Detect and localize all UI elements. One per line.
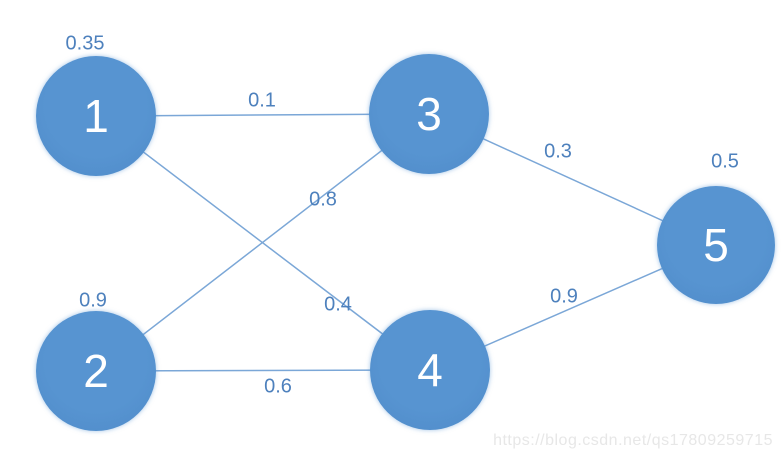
node-number-1: 1 [83,90,109,142]
node-1: 1 [36,56,156,176]
edge-weight-label-2-4: 0.6 [264,375,292,398]
node-number-3: 3 [416,88,442,140]
node-value-label-1: 0.35 [65,32,105,55]
edge-weight-label-1-4: 0.4 [324,293,352,316]
node-number-2: 2 [83,345,109,397]
node-number-4: 4 [417,344,443,396]
edge-weight-label-4-5: 0.9 [550,285,578,308]
edge-1-4 [95,115,431,371]
node-value-label-5: 0.5 [711,150,739,173]
watermark-url: https://blog.csdn.net/qs17809259715 [493,432,773,449]
node-number-5: 5 [703,219,729,271]
node-5: 5 [657,186,775,304]
edge-weight-label-2-3: 0.8 [309,188,337,211]
edge-weight-label-1-3: 0.1 [248,89,276,112]
node-4: 4 [370,310,490,430]
node-2: 2 [36,311,156,431]
node-3: 3 [369,54,489,174]
node-value-label-2: 0.9 [79,289,107,312]
edge-weight-label-3-5: 0.3 [544,140,572,163]
